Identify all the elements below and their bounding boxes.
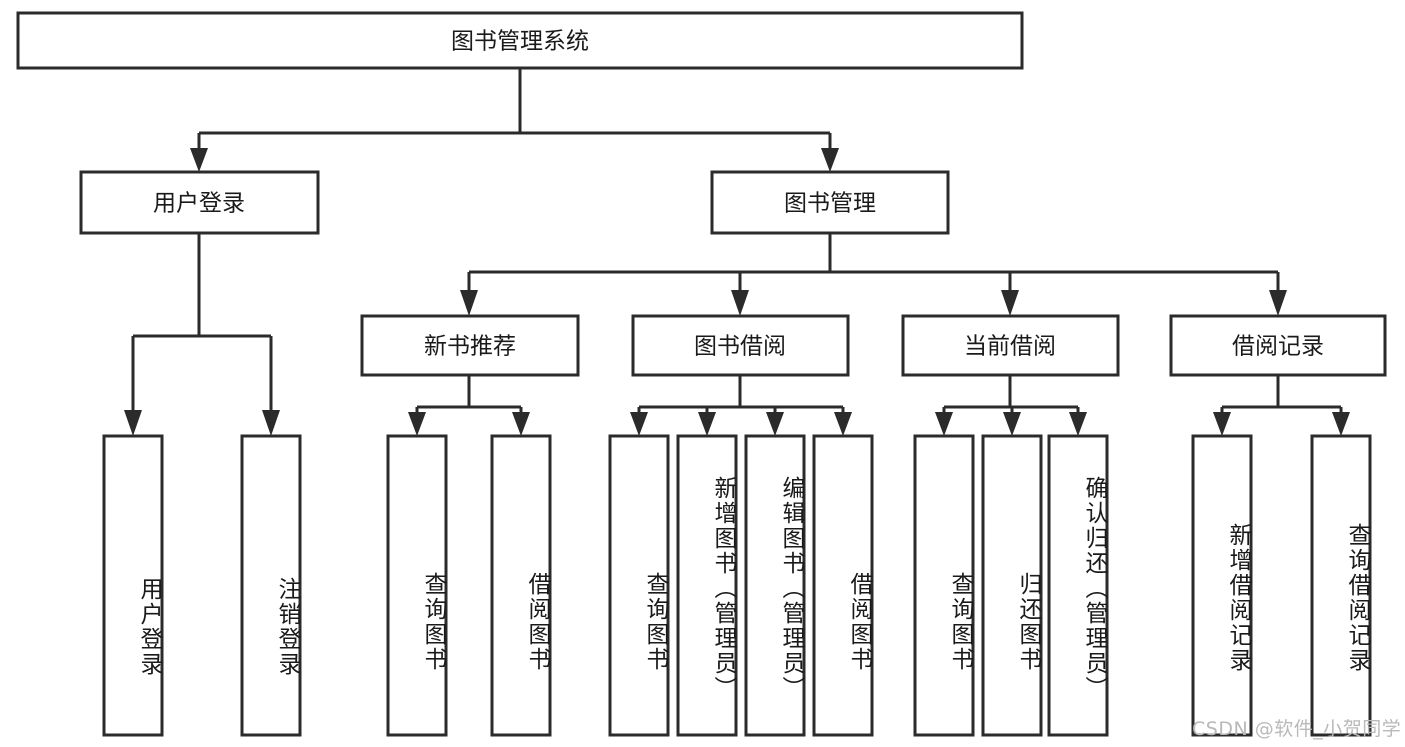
leaf-box-add-record[interactable] — [1191, 434, 1253, 737]
leaf-box-return-book[interactable] — [981, 434, 1043, 737]
arrow-to-leaf-add-book — [698, 412, 716, 436]
node-root-label: 图书管理系统 — [451, 29, 589, 55]
node-borrow-record[interactable]: 借阅记录 — [1169, 314, 1387, 377]
node-user-login-label: 用户登录 — [153, 191, 245, 217]
arrow-to-leaf-add-record — [1213, 412, 1231, 436]
arrow-to-leaf-edit-book — [766, 412, 784, 436]
node-new-book-recommend-label: 新书推荐 — [424, 334, 516, 360]
leaf-boxes-book-borrow — [608, 434, 874, 737]
node-book-borrow-label: 图书借阅 — [694, 334, 786, 360]
leaf-box-query-book-2[interactable] — [608, 434, 670, 737]
arrow-to-current-borrow — [1001, 290, 1019, 316]
node-current-borrow[interactable]: 当前借阅 — [901, 314, 1120, 377]
csdn-watermark: CSDN @软件_小贺同学 — [1192, 718, 1402, 740]
node-user-login[interactable]: 用户登录 — [79, 170, 320, 235]
node-book-management-box[interactable] — [710, 170, 950, 235]
leaf-box-query-record[interactable] — [1310, 434, 1372, 737]
arrow-to-new-book-recommend — [460, 290, 478, 316]
leaf-box-confirm-return[interactable] — [1047, 434, 1109, 737]
arrow-to-leaf-query-book-3 — [935, 412, 953, 436]
arrow-root-to-user-login — [190, 148, 208, 172]
arrow-to-leaf-borrow-book-1 — [512, 412, 530, 436]
arrow-to-book-borrow — [731, 290, 749, 316]
node-book-management-label: 图书管理 — [784, 191, 876, 217]
arrow-to-borrow-record — [1269, 290, 1287, 316]
arrow-to-leaf-query-book-1 — [408, 412, 426, 436]
node-book-management[interactable]: 图书管理 — [710, 170, 950, 235]
arrow-to-leaf-borrow-book-2 — [834, 412, 852, 436]
connector-group-book-management — [460, 233, 1287, 316]
leaf-boxes-new-book-recommend — [386, 434, 552, 737]
node-borrow-record-label: 借阅记录 — [1232, 334, 1324, 360]
connector-group-current-borrow — [935, 375, 1087, 436]
arrow-to-leaf-query-book-2 — [630, 412, 648, 436]
arrow-to-leaf-confirm-return — [1069, 412, 1087, 436]
leaf-box-borrow-book-2[interactable] — [812, 434, 874, 737]
connector-group-user-login — [124, 233, 280, 436]
arrow-root-to-book-management — [821, 148, 839, 172]
node-current-borrow-box[interactable] — [901, 314, 1120, 377]
connector-group-new-book-recommend — [408, 375, 530, 436]
node-root-box[interactable] — [16, 11, 1024, 70]
leaf-box-edit-book[interactable] — [744, 434, 806, 737]
connector-group-borrow-record — [1213, 375, 1350, 436]
node-book-borrow-box[interactable] — [631, 314, 850, 377]
leaf-box-borrow-book-1[interactable] — [490, 434, 552, 737]
connector-group-root — [190, 68, 839, 172]
leaf-boxes-user-login — [102, 434, 302, 737]
node-new-book-recommend-box[interactable] — [360, 314, 580, 377]
leaf-box-query-book-1[interactable] — [386, 434, 448, 737]
node-new-book-recommend[interactable]: 新书推荐 — [360, 314, 580, 377]
arrow-to-leaf-user-login — [124, 410, 142, 436]
leaf-box-add-book[interactable] — [676, 434, 738, 737]
connector-group-book-borrow — [630, 375, 852, 436]
node-current-borrow-label: 当前借阅 — [964, 334, 1056, 360]
node-user-login-box[interactable] — [79, 170, 320, 235]
leaf-boxes-current-borrow — [913, 434, 1109, 737]
node-root[interactable]: 图书管理系统 — [16, 11, 1024, 70]
arrow-to-leaf-return-book — [1003, 412, 1021, 436]
arrow-to-leaf-query-record — [1332, 412, 1350, 436]
arrow-to-leaf-logout-login — [262, 410, 280, 436]
node-book-borrow[interactable]: 图书借阅 — [631, 314, 850, 377]
leaf-box-user-login[interactable] — [102, 434, 164, 737]
leaf-boxes-borrow-record — [1191, 434, 1372, 737]
leaf-box-query-book-3[interactable] — [913, 434, 975, 737]
leaf-box-logout-login[interactable] — [240, 434, 302, 737]
node-borrow-record-box[interactable] — [1169, 314, 1387, 377]
